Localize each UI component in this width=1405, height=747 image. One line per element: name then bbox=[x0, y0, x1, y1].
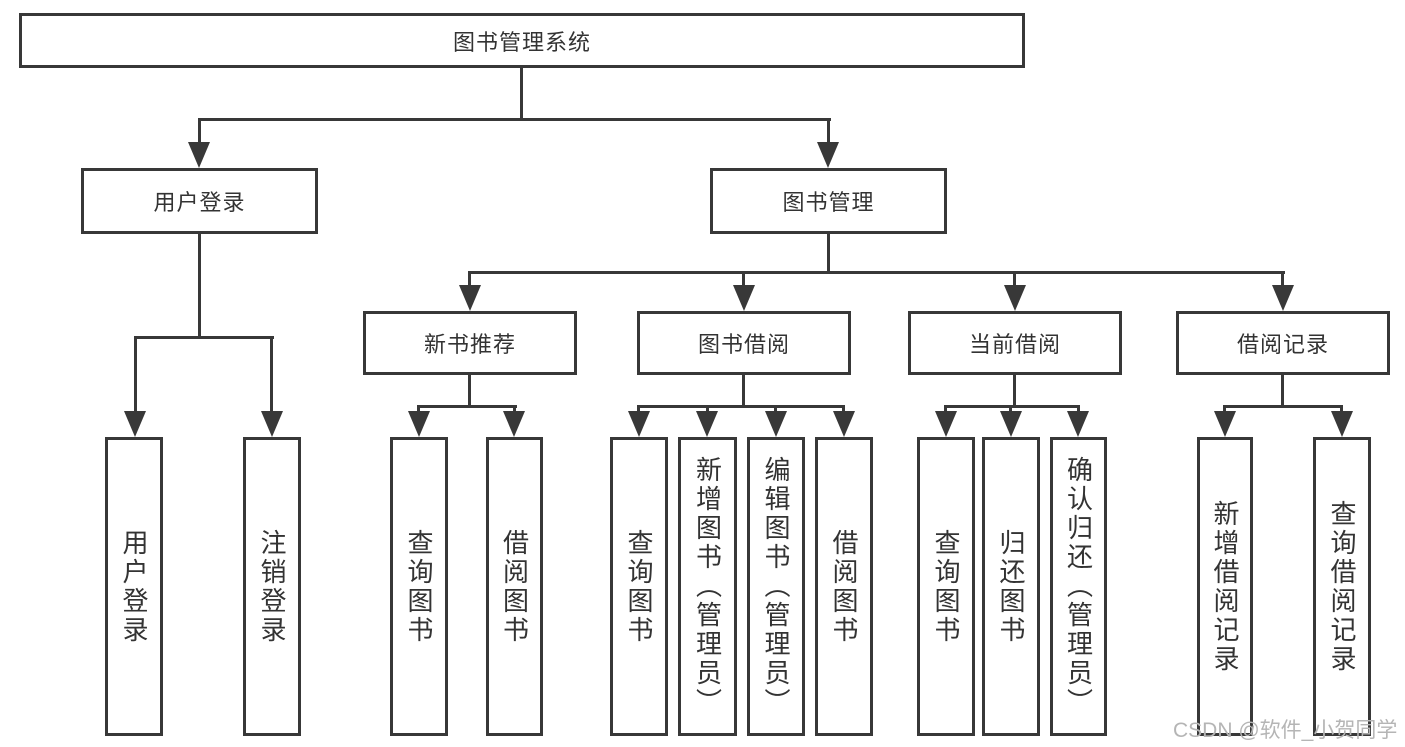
arrowhead-g2-c2 bbox=[696, 411, 718, 437]
connector-book-borrow-bar bbox=[638, 405, 845, 408]
arrowhead-to-leaf-logout bbox=[261, 411, 283, 437]
connector-new-book-bar bbox=[418, 405, 517, 408]
leaf-edit-books-admin-label: 编辑图书（管理员） bbox=[761, 456, 792, 717]
arrowhead-g2-c4 bbox=[833, 411, 855, 437]
connector-root-stem bbox=[520, 68, 523, 120]
leaf-add-books-admin: 新增图书（管理员） bbox=[678, 437, 737, 736]
leaf-borrow-books-label: 借阅图书 bbox=[829, 528, 860, 645]
leaf-query-books-recommend: 查询图书 bbox=[390, 437, 448, 736]
node-library-system-label: 图书管理系统 bbox=[452, 29, 591, 55]
arrowhead-g1-c1 bbox=[408, 411, 430, 437]
arrowhead-g3-c3 bbox=[1067, 411, 1089, 437]
arrowhead-g1-c2 bbox=[503, 411, 525, 437]
connector-to-current-borrow-stem bbox=[1013, 271, 1016, 289]
connector-new-book-stem bbox=[468, 375, 471, 407]
arrowhead-g2-c3 bbox=[765, 411, 787, 437]
node-book-management: 图书管理 bbox=[710, 168, 947, 234]
arrowhead-to-book-management bbox=[817, 142, 839, 168]
node-book-borrow: 图书借阅 bbox=[637, 311, 851, 375]
leaf-query-borrow-record: 查询借阅记录 bbox=[1313, 437, 1371, 736]
leaf-query-books-borrow-label: 查询图书 bbox=[624, 528, 655, 645]
node-user-login: 用户登录 bbox=[81, 168, 318, 234]
node-borrow-records: 借阅记录 bbox=[1176, 311, 1390, 375]
arrowhead-g4-c2 bbox=[1331, 411, 1353, 437]
leaf-logout-label: 注销登录 bbox=[257, 528, 288, 645]
arrowhead-g3-c2 bbox=[1000, 411, 1022, 437]
connector-to-new-book-stem bbox=[468, 271, 471, 289]
arrowhead-to-borrow-records bbox=[1272, 285, 1294, 311]
connector-borrow-records-stem2 bbox=[1281, 375, 1284, 407]
leaf-borrow-books-recommend: 借阅图书 bbox=[486, 437, 543, 736]
arrowhead-to-new-book bbox=[459, 285, 481, 311]
node-user-login-label: 用户登录 bbox=[153, 190, 246, 215]
connector-user-login-bar bbox=[134, 336, 274, 339]
connector-g3-c1-stem bbox=[944, 405, 947, 415]
connector-book-management-stem bbox=[827, 234, 830, 273]
arrowhead-to-leaf-user-login bbox=[124, 411, 146, 437]
connector-g1-c1-stem bbox=[417, 405, 420, 415]
leaf-user-login-label: 用户登录 bbox=[119, 528, 150, 645]
leaf-confirm-return-admin: 确认归还（管理员） bbox=[1050, 437, 1107, 736]
connector-g2-c4-stem bbox=[842, 405, 845, 415]
connector-to-book-management-stem bbox=[827, 118, 830, 146]
leaf-query-borrow-record-label: 查询借阅记录 bbox=[1327, 499, 1358, 674]
connector-g2-c2-stem bbox=[706, 405, 709, 415]
arrowhead-to-current-borrow bbox=[1004, 285, 1026, 311]
connector-to-borrow-records-stem bbox=[1281, 271, 1284, 289]
connector-g4-c2-stem bbox=[1340, 405, 1343, 415]
connector-g3-c3-stem bbox=[1077, 405, 1080, 415]
node-new-book-recommend: 新书推荐 bbox=[363, 311, 577, 375]
connector-g3-c2-stem bbox=[1009, 405, 1012, 415]
node-book-borrow-label: 图书借阅 bbox=[697, 332, 790, 357]
leaf-add-books-admin-label: 新增图书（管理员） bbox=[692, 456, 723, 717]
connector-book-management-bar bbox=[470, 271, 1285, 274]
connector-to-leaf-logout-stem bbox=[270, 336, 273, 414]
connector-g2-c1-stem bbox=[637, 405, 640, 415]
connector-root-bar bbox=[198, 118, 831, 121]
leaf-return-books: 归还图书 bbox=[982, 437, 1040, 736]
leaf-return-books-label: 归还图书 bbox=[996, 528, 1027, 645]
leaf-logout: 注销登录 bbox=[243, 437, 301, 736]
csdn-watermark: CSDN @软件_小贺同学 bbox=[1173, 719, 1398, 742]
leaf-query-books-borrow: 查询图书 bbox=[610, 437, 668, 736]
connector-g1-c2-stem bbox=[513, 405, 516, 415]
leaf-add-borrow-record-label: 新增借阅记录 bbox=[1210, 499, 1241, 674]
leaf-add-borrow-record: 新增借阅记录 bbox=[1197, 437, 1253, 736]
arrowhead-g3-c1 bbox=[935, 411, 957, 437]
connector-borrow-records-bar bbox=[1224, 405, 1343, 408]
node-current-borrow: 当前借阅 bbox=[908, 311, 1122, 375]
connector-current-borrow-bar bbox=[945, 405, 1080, 408]
arrowhead-to-user-login bbox=[188, 142, 210, 168]
node-new-book-recommend-label: 新书推荐 bbox=[423, 332, 516, 357]
connector-current-borrow-stem2 bbox=[1013, 375, 1016, 407]
node-library-system: 图书管理系统 bbox=[19, 13, 1025, 68]
arrowhead-g4-c1 bbox=[1214, 411, 1236, 437]
connector-to-leaf-user-login-stem bbox=[134, 336, 137, 414]
arrowhead-to-book-borrow bbox=[733, 285, 755, 311]
connector-user-login-stem bbox=[198, 234, 201, 338]
leaf-edit-books-admin: 编辑图书（管理员） bbox=[747, 437, 805, 736]
node-book-management-label: 图书管理 bbox=[782, 190, 875, 215]
node-current-borrow-label: 当前借阅 bbox=[968, 332, 1061, 357]
arrowhead-g2-c1 bbox=[628, 411, 650, 437]
leaf-confirm-return-admin-label: 确认归还（管理员） bbox=[1063, 456, 1094, 717]
leaf-query-books-current-label: 查询图书 bbox=[931, 528, 962, 645]
leaf-query-books-current: 查询图书 bbox=[917, 437, 975, 736]
leaf-borrow-books-recommend-label: 借阅图书 bbox=[499, 528, 530, 645]
connector-to-book-borrow-stem bbox=[742, 271, 745, 289]
leaf-user-login: 用户登录 bbox=[105, 437, 163, 736]
node-borrow-records-label: 借阅记录 bbox=[1236, 332, 1329, 357]
connector-g2-c3-stem bbox=[774, 405, 777, 415]
connector-book-borrow-stem2 bbox=[742, 375, 745, 407]
leaf-query-books-recommend-label: 查询图书 bbox=[404, 528, 435, 645]
leaf-borrow-books: 借阅图书 bbox=[815, 437, 873, 736]
connector-to-user-login-stem bbox=[198, 118, 201, 146]
connector-g4-c1-stem bbox=[1223, 405, 1226, 415]
